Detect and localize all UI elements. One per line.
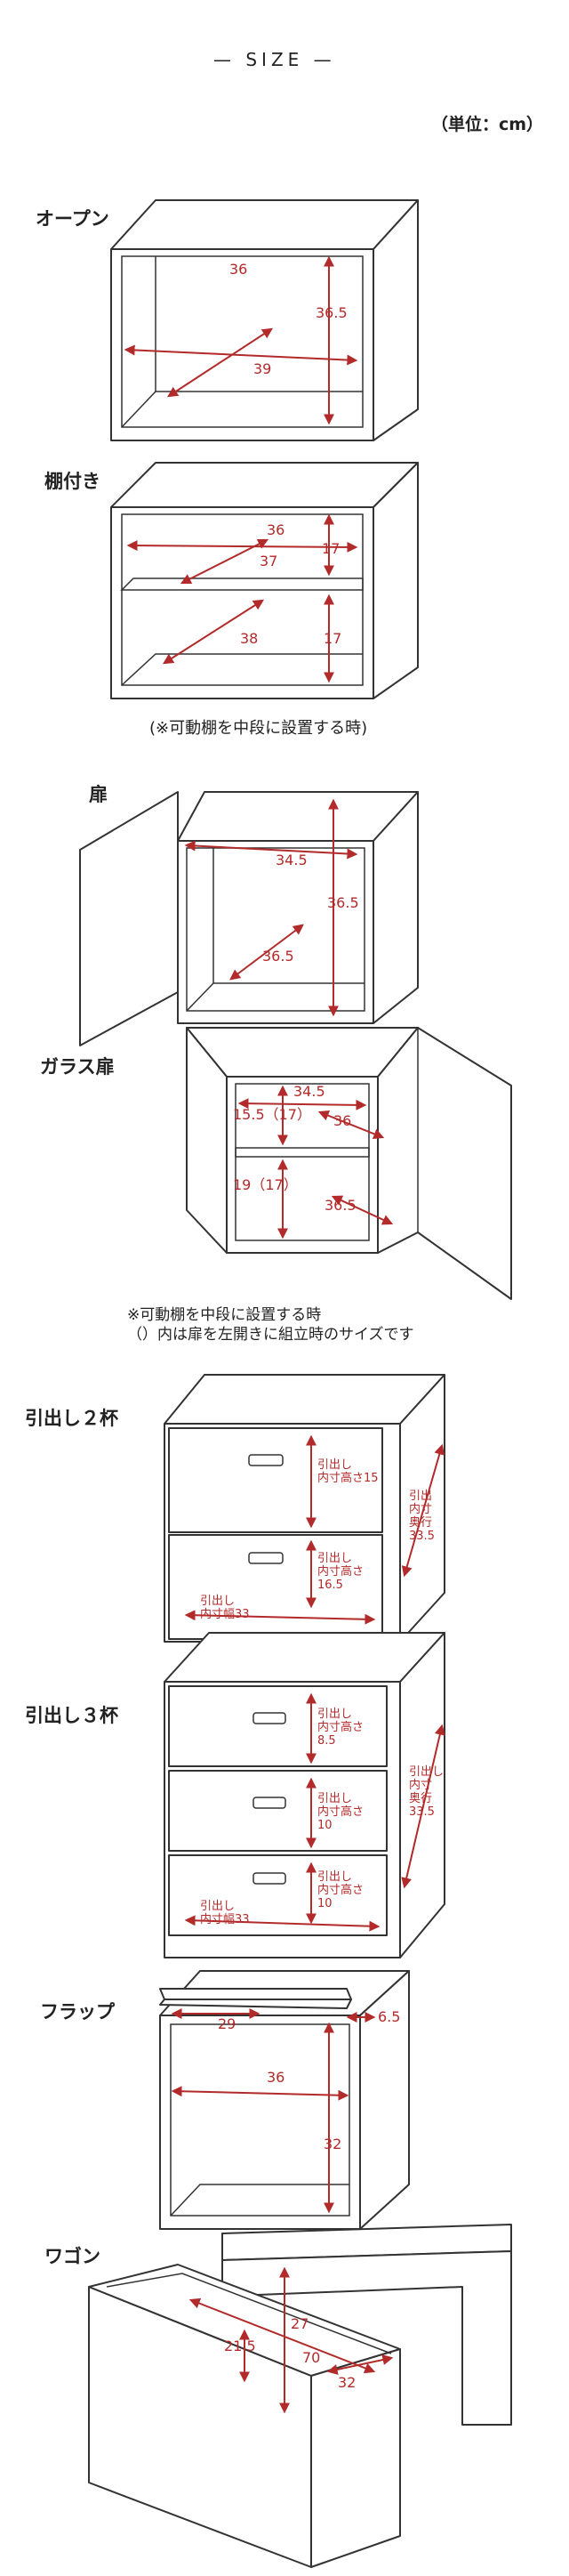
drawer3-h3-c: 10 [317,1897,333,1910]
drawer2-d-a: 引出 [409,1490,432,1503]
section-label-shelf: 棚付き [44,471,100,492]
drawer3-h3-b: 内寸高さ [317,1883,364,1897]
shelf-upper-d-label: 37 [260,553,277,569]
section-label-glass: ガラス扉 [40,1056,115,1078]
drawer3-h1-b: 内寸高さ [317,1720,364,1734]
drawer2-d-b: 内寸 [409,1502,432,1516]
drawer3-h2-b: 内寸高さ [317,1805,364,1819]
drawer3-cabinet-diagram: 引出し 内寸高さ 8.5 引出し 内寸高さ 10 引出し 内寸高さ 10 引出し… [164,1632,445,1958]
shelf-note: (※可動棚を中段に設置する時) [149,719,368,738]
wagon-diagram: 27 21.5 70 32 [88,2224,512,2568]
drawer3-h2-c: 10 [317,1819,333,1832]
section-label-wagon: ワゴン [44,2246,100,2267]
glass-lower-d-label: 36.5 [325,1197,357,1214]
door-height-label: 36.5 [327,894,359,911]
drawer3-d-c: 奥行 [409,1792,432,1805]
size-title: — SIZE — [213,49,336,70]
shelf-cabinet-diagram: 36 17 37 38 17 [110,462,419,699]
drawer2-w-a: 引出し [200,1595,235,1608]
shelf-upper-h-label: 17 [322,540,340,557]
open-cabinet-diagram: 36 36.5 39 [110,199,419,441]
flap-height-label: 32 [324,2136,341,2152]
drawer3-d-d: 33.5 [409,1805,435,1819]
shelf-lower-h-label: 17 [324,630,341,647]
wagon-h2-label: 21.5 [224,2338,256,2354]
drawer3-h1-a: 引出し [317,1708,352,1721]
open-width-label: 36 [229,261,247,278]
flap-depth-label: 6.5 [378,2008,400,2025]
door-width-label: 34.5 [276,852,308,868]
unit-label: （単位：cm） [431,115,544,134]
open-depth-label: 39 [253,360,271,377]
drawer3-d-b: 内寸 [409,1778,432,1792]
glass-note-2: （）内は扉を左開きに組立時のサイズです [127,1326,414,1344]
drawer3-h2-a: 引出し [317,1792,352,1805]
shelf-lower-d-label: 38 [240,630,258,647]
door-depth-label: 36.5 [262,948,294,965]
section-label-drawer2: 引出し２杯 [25,1408,118,1429]
flap-width-label: 29 [218,2015,236,2032]
drawer2-h2-b: 内寸高さ [317,1564,364,1579]
flap-cabinet-diagram: 29 6.5 36 32 [159,1970,410,2230]
glass-cabinet-diagram: 34.5 15.5（17） 36 19（17） 36.5 [186,1027,512,1300]
drawer2-h2-c: 16.5 [317,1579,343,1592]
glass-note-1: ※可動棚を中段に設置する時 [127,1306,322,1324]
glass-lower-h-label: 19（17） [233,1176,298,1193]
wagon-width-label: 70 [302,2349,320,2366]
glass-width-label: 34.5 [293,1083,325,1100]
drawer3-h1-c: 8.5 [317,1734,336,1748]
wagon-h1-label: 27 [291,2315,309,2332]
wagon-depth-label: 32 [338,2374,356,2391]
drawer2-h2-a: 引出し [317,1552,352,1565]
shelf-width-label: 36 [267,521,284,538]
section-label-door: 扉 [89,784,108,805]
section-label-flap: フラップ [40,2001,115,2023]
drawer2-d-c: 奥行 [409,1516,432,1530]
glass-upper-d-label: 36 [333,1112,351,1129]
drawer2-h-a: 引出し [317,1458,352,1472]
section-label-open: オープン [36,208,109,230]
drawer3-d-a: 引出し [409,1765,444,1779]
section-label-drawer3: 引出し３杯 [25,1705,118,1726]
drawer3-w-b: 内寸幅33 [200,1912,250,1926]
open-height-label: 36.5 [316,304,348,321]
drawer3-h3-a: 引出し [317,1870,352,1884]
glass-upper-h-label: 15.5（17） [233,1106,311,1123]
drawer3-w-a: 引出し [200,1900,235,1913]
drawer2-h-b: 内寸高さ15 [317,1471,379,1485]
door-cabinet-diagram: 34.5 36.5 36.5 [79,791,419,1046]
drawer2-cabinet-diagram: 引出し 内寸高さ15 引出し 内寸高さ 16.5 引出し 内寸幅33 引出 内寸… [164,1374,445,1643]
drawer2-w-b: 内寸幅33 [200,1607,250,1621]
drawer2-d-d: 33.5 [409,1530,435,1543]
flap-inner-width-label: 36 [267,2069,284,2086]
